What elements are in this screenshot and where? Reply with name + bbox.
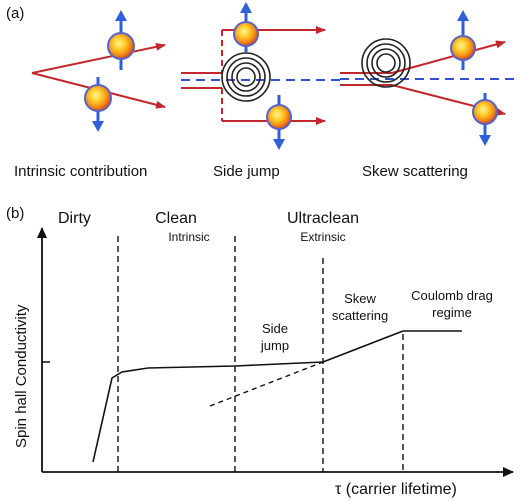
panel-b-tag: (b) [6, 205, 24, 222]
regime-clean-sub: Intrinsic [168, 230, 209, 244]
electron-ball-icon [266, 95, 292, 150]
caption-intrinsic: Intrinsic contribution [14, 163, 147, 180]
electron-ball-icon [233, 2, 259, 52]
caption-skew: Skew scattering [362, 163, 468, 180]
annotation-drag-2: regime [432, 305, 472, 320]
x-axis-label: τ (carrier lifetime) [335, 481, 457, 498]
side-jump-extrapolation [209, 361, 324, 407]
intrinsic-curve [92, 361, 324, 463]
skew-scattering-curve [322, 330, 404, 363]
annotation-side-1: Side [262, 321, 288, 336]
regime-ultraclean-sub: Extrinsic [300, 230, 345, 244]
regime-clean: Clean [155, 210, 197, 227]
intrinsic-contribution-sketch [31, 10, 166, 132]
y-axis-label: Spin hall Conductivity [13, 304, 30, 448]
electron-ball-icon [84, 77, 112, 132]
regime-dividers [117, 236, 404, 472]
side-jump-sketch [181, 2, 340, 150]
electron-ball-icon [472, 93, 498, 146]
regime-dirty: Dirty [58, 210, 91, 227]
annotation-skew-1: Skew [344, 291, 376, 306]
annotation-skew-2: scattering [332, 308, 388, 323]
electron-ball-icon [450, 10, 476, 70]
caption-side-jump: Side jump [213, 163, 280, 180]
panel-a-tag: (a) [6, 5, 24, 22]
annotation-side-2: jump [260, 338, 289, 353]
regime-ultraclean: Ultraclean [287, 210, 359, 227]
electron-ball-icon [107, 10, 135, 70]
annotation-drag-1: Coulomb drag [411, 288, 493, 303]
impurity-potential-icon [361, 38, 411, 88]
skew-scattering-sketch [340, 10, 515, 146]
impurity-potential-icon [221, 52, 271, 102]
